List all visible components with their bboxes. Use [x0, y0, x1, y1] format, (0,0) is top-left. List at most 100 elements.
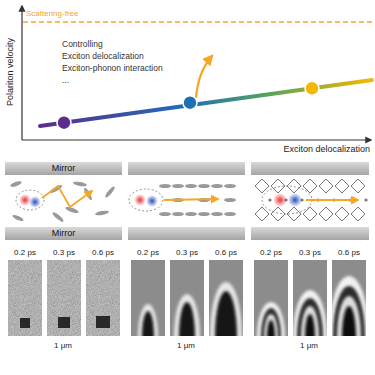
- microscopy-image-part-part: [337, 296, 361, 336]
- disordered-film-part-part: [65, 206, 80, 215]
- axis-title: Exciton delocalization: [283, 144, 370, 154]
- microscopy-image-part-part: [264, 314, 278, 336]
- aggregate-film-part-part: [198, 212, 210, 216]
- time-label: 0.2 ps: [137, 248, 159, 257]
- microscopy-image-part-part: [138, 304, 158, 336]
- mirror-bar-part: [128, 227, 245, 240]
- microscopy-image: [254, 260, 369, 375]
- control-note: Controlling: [62, 40, 103, 50]
- velocity-plot-part: [23, 21, 372, 23]
- microscopy-image-part-part: [297, 298, 323, 336]
- reference-line-label: Scattering-free: [26, 9, 78, 18]
- aggregate-film-part-part: [185, 212, 197, 216]
- crystal-lattice: [255, 179, 368, 221]
- microscopy-image-part-part: [342, 306, 356, 336]
- aggregate-film-part-part: [224, 198, 236, 202]
- aggregate-film-part-part: [159, 212, 171, 216]
- crystal-lattice-part: [273, 193, 287, 207]
- microscopy-image-part-part: [174, 294, 200, 336]
- mirror-bar: [128, 162, 369, 240]
- microscopy-image-part: [209, 260, 243, 336]
- scale-label: 1 μm: [300, 341, 318, 350]
- mirror-band: Mirror: [5, 227, 122, 240]
- time-label: 0.2 ps: [260, 248, 282, 257]
- time-label: 0.6 ps: [338, 248, 360, 257]
- time-label: 0.6 ps: [215, 248, 237, 257]
- control-note: ...: [62, 76, 69, 86]
- aggregate-film-part-part: [172, 184, 184, 188]
- microscopy-image-part-part: [261, 308, 281, 336]
- microscopy-image-part-part: [293, 290, 327, 336]
- velocity-plot-part: [21, 6, 22, 140]
- aggregate-film-part-part: [159, 184, 171, 188]
- time-label: 0.2 ps: [14, 248, 36, 257]
- control-note: Exciton-phonon interaction: [62, 64, 163, 74]
- aggregate-film-part: [134, 194, 146, 206]
- microscopy-image-part: [254, 260, 288, 336]
- microscopy-image-part-part: [86, 260, 120, 336]
- disordered-film-part-part: [104, 185, 116, 198]
- velocity-plot-part: [22, 139, 371, 140]
- disordered-film-part: [16, 190, 44, 210]
- microscopy-image-part-part: [96, 316, 110, 328]
- aggregate-film-part: [159, 184, 236, 216]
- disordered-film-part-part: [95, 210, 109, 216]
- disordered-film-part: [42, 186, 92, 207]
- microscopy-image-part-part: [47, 260, 81, 336]
- velocity-plot: [22, 6, 372, 140]
- crystal-lattice-part: [255, 179, 365, 193]
- mirror-label: Mirror: [52, 164, 76, 174]
- control-note: Exciton delocalization: [62, 52, 144, 62]
- scale-label: 1 μm: [54, 341, 72, 350]
- microscopy-image-part-part: [86, 260, 120, 336]
- disordered-film-part-part: [51, 211, 64, 223]
- velocity-plot-part: [305, 81, 319, 95]
- velocity-plot-part: [183, 96, 197, 110]
- time-label: 0.3 ps: [299, 248, 321, 257]
- microscopy-image-part-part: [301, 306, 319, 336]
- microscopy-image-part-part: [179, 302, 195, 336]
- disordered-film-part: [29, 196, 41, 208]
- aggregate-film-part-part: [224, 212, 236, 216]
- microscopy-image-part: [332, 260, 366, 336]
- microscopy-image: [131, 260, 243, 375]
- microscopy-image-part: [131, 260, 165, 336]
- time-label: 0.6 ps: [92, 248, 114, 257]
- mirror-bar-part: [251, 162, 369, 175]
- time-label: 0.3 ps: [176, 248, 198, 257]
- disordered-film-part-part: [73, 181, 87, 187]
- velocity-plot-part: [196, 56, 212, 98]
- microscopy-image-part-part: [332, 276, 366, 336]
- axis-title: Polariton velocity: [5, 38, 15, 106]
- velocity-plot-part: [57, 116, 71, 130]
- aggregate-film-part-part: [211, 184, 223, 188]
- aggregate-film-part-part: [198, 184, 210, 188]
- microscopy-image-part-part: [47, 260, 81, 336]
- microscopy-image-part-part: [20, 318, 30, 328]
- crystal-lattice-part-part: [364, 198, 367, 201]
- microscopy-image-part-part: [142, 311, 154, 336]
- microscopy-image-part-part: [210, 282, 242, 336]
- microscopy-image-part-part: [333, 286, 365, 336]
- aggregate-film-part: [146, 195, 158, 207]
- aggregate-film-part-part: [211, 212, 223, 216]
- aggregate-film: [129, 184, 236, 216]
- disordered-film-part-part: [10, 180, 23, 188]
- crystal-lattice-part: [288, 193, 302, 207]
- crystal-lattice-part-part: [268, 198, 271, 201]
- microscopy-image-part-part: [215, 291, 237, 336]
- microscopy-image-part-part: [305, 314, 315, 336]
- disordered-film-part: [10, 180, 116, 223]
- microscopy-image-part: [47, 260, 81, 336]
- crystal-lattice-part: [262, 186, 312, 214]
- disordered-film: [10, 180, 116, 223]
- microscopy-image-part: [170, 260, 204, 336]
- microscopy-image-part: [86, 260, 120, 336]
- scale-label: 1 μm: [177, 341, 195, 350]
- microscopy-image-part-part: [58, 317, 70, 328]
- aggregate-film-part: [164, 199, 218, 200]
- microscopy-image-part-part: [257, 302, 285, 336]
- aggregate-film-part-part: [224, 184, 236, 188]
